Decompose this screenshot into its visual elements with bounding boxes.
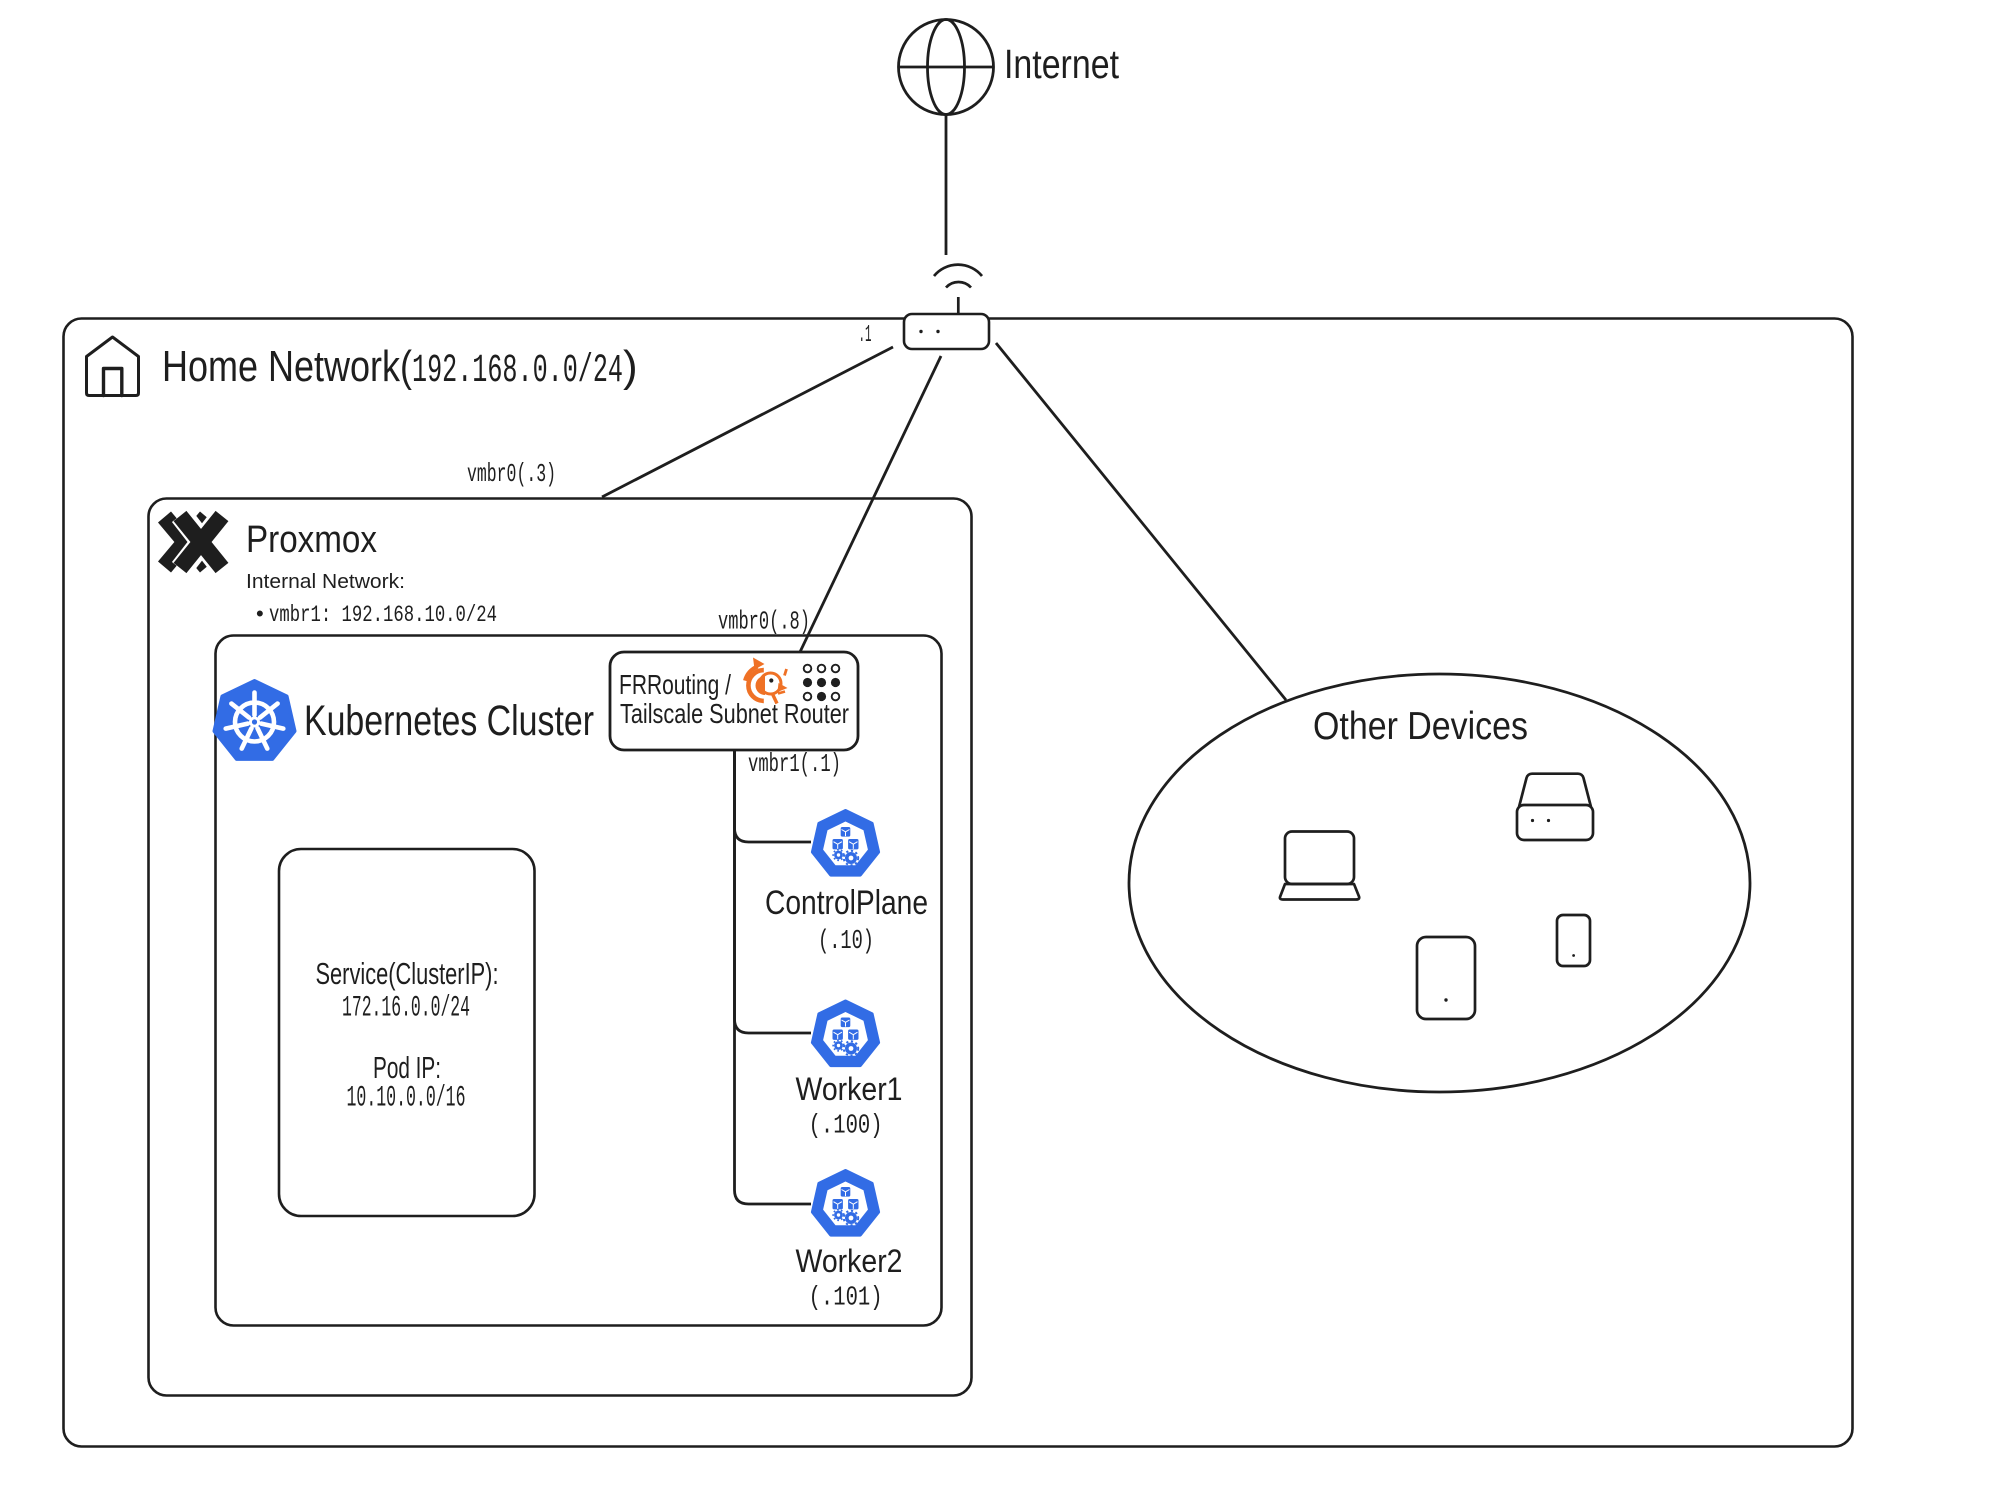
svg-text:(.100): (.100) <box>809 1112 883 1142</box>
svg-text:(.10): (.10) <box>818 927 874 957</box>
svg-text:Worker2: Worker2 <box>796 1243 903 1279</box>
svg-text:Home Network(: Home Network( <box>162 342 412 391</box>
svg-text:•: • <box>256 601 264 626</box>
svg-text:(.101): (.101) <box>809 1284 883 1314</box>
svg-text:vmbr1: 192.168.10.0/24: vmbr1: 192.168.10.0/24 <box>269 602 497 628</box>
svg-text:FRRouting /: FRRouting / <box>619 669 731 700</box>
svg-text:Proxmox: Proxmox <box>246 519 377 561</box>
svg-text:Kubernetes Cluster: Kubernetes Cluster <box>304 697 594 745</box>
svg-text:Worker1: Worker1 <box>796 1071 903 1107</box>
svg-text:Other Devices: Other Devices <box>1313 705 1528 748</box>
svg-text:10.10.0.0/16: 10.10.0.0/16 <box>347 1082 466 1116</box>
svg-text:172.16.0.0/24: 172.16.0.0/24 <box>342 992 470 1026</box>
svg-text:Service(ClusterIP):: Service(ClusterIP): <box>316 956 499 991</box>
svg-text:Pod IP:: Pod IP: <box>373 1050 441 1085</box>
svg-text:Tailscale Subnet Router: Tailscale Subnet Router <box>620 698 849 729</box>
svg-text:vmbr1(.1): vmbr1(.1) <box>748 749 841 779</box>
svg-text:vmbr0(.3): vmbr0(.3) <box>467 459 556 489</box>
svg-text:192.168.0.0/24: 192.168.0.0/24 <box>412 349 623 394</box>
svg-text:ControlPlane: ControlPlane <box>765 884 928 922</box>
svg-text:vmbr0(.8): vmbr0(.8) <box>718 607 810 637</box>
svg-text:Internal Network:: Internal Network: <box>246 571 405 593</box>
svg-text:): ) <box>623 342 638 391</box>
svg-text:Internet: Internet <box>1004 41 1119 87</box>
svg-text:.1: .1 <box>859 322 872 349</box>
